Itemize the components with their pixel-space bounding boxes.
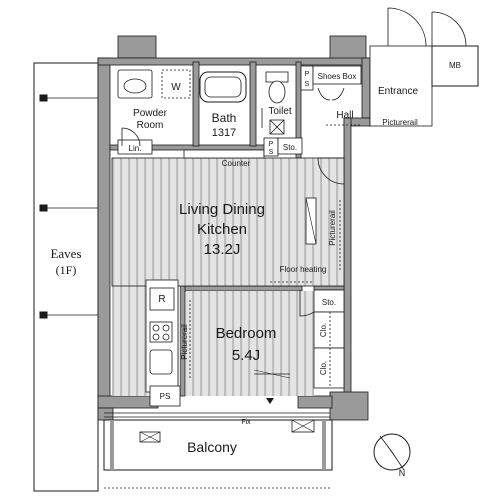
ps-mid-p: P <box>269 141 274 148</box>
clo-upper-label: Clo. <box>319 323 328 337</box>
shoes-box-frame <box>312 65 362 85</box>
counter-label: Counter <box>222 159 251 168</box>
powder-room-label-1: Powder <box>133 108 168 119</box>
shoes-box-label: Shoes Box <box>318 72 357 81</box>
ldk-label-1: Living Dining <box>179 201 265 218</box>
counter <box>183 149 265 159</box>
ldk-size-label: 13.2J <box>204 241 241 258</box>
lin-label: Lin. <box>129 144 142 153</box>
ps-boxes <box>149 65 314 407</box>
bedroom-size-label: 5.4J <box>232 347 260 364</box>
bedroom-arrow-icon <box>266 398 274 404</box>
bedroom-floor <box>186 291 314 396</box>
w-label: W <box>171 82 181 93</box>
eaves-area <box>33 62 99 492</box>
eaves-label: Eaves <box>50 246 81 261</box>
clo-lower-label: Clo. <box>319 361 328 375</box>
compass-icon <box>373 433 411 471</box>
ps-mid-s: S <box>269 149 274 156</box>
bath-label: Bath <box>212 111 237 125</box>
picturerail-ldk-label: Picturerail <box>328 210 337 246</box>
fix-label: Fix <box>241 419 251 426</box>
kitchen-fixtures <box>145 279 179 393</box>
walls <box>97 35 371 421</box>
toilet-label: Toilet <box>268 106 292 117</box>
mb-box <box>431 45 479 87</box>
entrance-label: Entrance <box>378 86 418 97</box>
hall-label: Hall <box>336 110 353 121</box>
ps-top-p: P <box>305 71 310 78</box>
bath-tub <box>199 71 247 103</box>
powder-fixtures <box>117 69 191 155</box>
r-label: R <box>158 294 165 305</box>
eaves-floor-label: (1F) <box>56 263 77 277</box>
picturerail-hall-label: Picturerail <box>382 118 418 127</box>
sto-top-label: Sto. <box>283 143 297 152</box>
toilet-fixture <box>265 71 289 135</box>
picturerails <box>189 124 362 380</box>
ldk-floor <box>112 158 344 286</box>
picturerail-bed-label: Picturerail <box>180 324 189 360</box>
mb-label: MB <box>449 61 461 70</box>
entrance-area <box>369 45 433 127</box>
powder-room-label-2: Room <box>137 120 164 131</box>
sto-right-label: Sto. <box>322 298 336 307</box>
bedroom-closets <box>313 289 345 389</box>
bedroom-label: Bedroom <box>216 325 277 342</box>
balcony-label: Balcony <box>187 439 237 455</box>
ps-bottom-label: PS <box>160 392 171 401</box>
ps-top-s: S <box>305 81 310 88</box>
ldk-label-2: Kitchen <box>197 221 247 238</box>
compass-n-label: N <box>399 468 406 478</box>
eaves-markers <box>39 94 98 319</box>
floor-heating-label: Floor heating <box>280 265 327 274</box>
bath-size-label: 1317 <box>212 127 236 139</box>
